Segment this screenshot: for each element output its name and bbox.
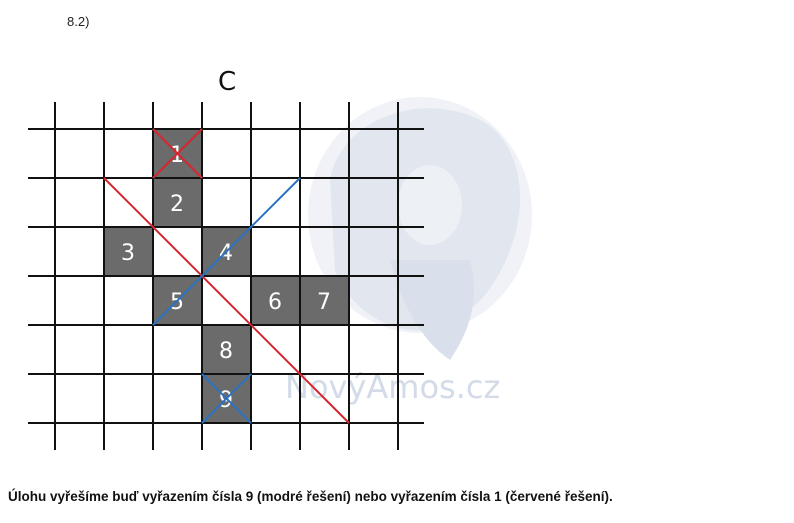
shaded-cell-7	[300, 276, 349, 325]
red-solution	[103, 128, 350, 424]
shaded-cell-3	[104, 227, 153, 276]
red-diagonal-line	[103, 177, 350, 424]
caption: Úlohu vyřešíme buď vyřazením čísla 9 (mo…	[8, 489, 613, 504]
blue-solution	[152, 177, 301, 424]
blue-diagonal-line	[152, 177, 301, 326]
cell-number-5: 5	[170, 290, 184, 315]
shaded-cell-2	[153, 178, 202, 227]
shaded-cell-8	[202, 325, 251, 374]
blue-cross-line-2	[201, 373, 252, 424]
cell-number-7: 7	[317, 290, 331, 315]
grid-label: C	[218, 67, 236, 97]
red-cross-line-2	[152, 128, 203, 179]
cell-number-8: 8	[219, 339, 233, 364]
grid-figure: NovýAmos.cz C 1 2 3 4 5 6 7 8 9	[28, 67, 532, 450]
cell-number-3: 3	[121, 241, 135, 266]
grid-lines	[28, 102, 424, 450]
cell-number-6: 6	[268, 290, 282, 315]
shaded-cell-6	[251, 276, 300, 325]
cell-number-4: 4	[219, 241, 233, 266]
problem-number: 8.2)	[67, 14, 90, 29]
cell-number-2: 2	[170, 192, 184, 217]
